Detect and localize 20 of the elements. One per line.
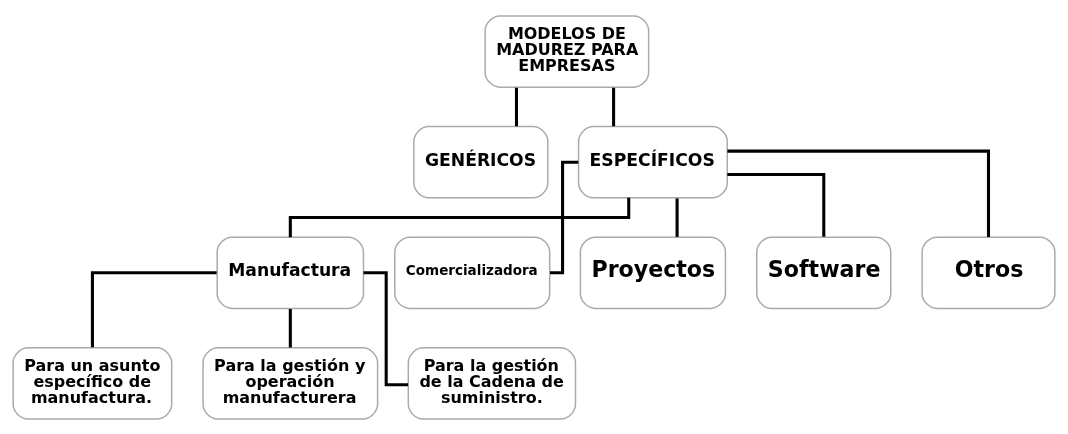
connector [363, 270, 409, 386]
node-box: ESPECÍFICOS [577, 125, 729, 199]
node-box: Comercializadora [394, 235, 551, 309]
node-box: Para la gestión y operación manufacturera [202, 346, 379, 420]
connector [727, 172, 826, 237]
connector [675, 197, 679, 237]
connector [612, 87, 616, 126]
node-box: Otros [921, 235, 1056, 309]
connector [288, 308, 292, 347]
connector [514, 87, 518, 126]
node-box: Para un asunto específico de manufactura. [12, 346, 173, 420]
connector [727, 149, 990, 237]
node-box: Software [756, 235, 892, 309]
node-box: GENÉRICOS [413, 125, 549, 199]
connector [550, 160, 579, 274]
node-box: Para la gestión de la Cadena de suministro. [407, 346, 577, 420]
node-box: MODELOS DE MADUREZ PARA EMPRESAS [484, 14, 650, 88]
node-box: Proyectos [579, 235, 727, 309]
connector [90, 270, 217, 347]
node-box: Manufactura [216, 235, 365, 309]
